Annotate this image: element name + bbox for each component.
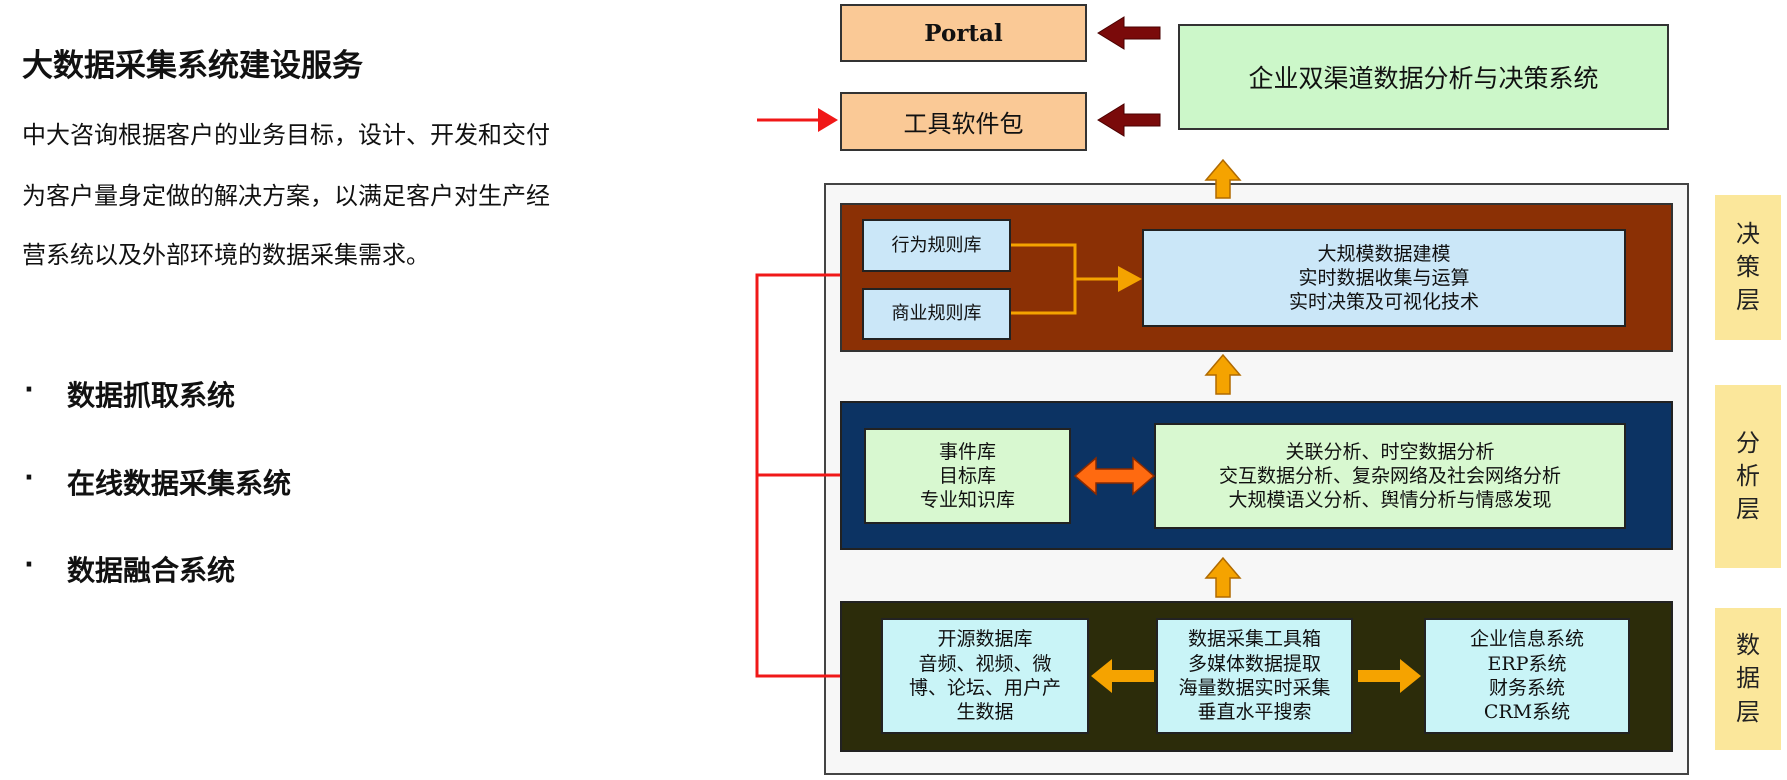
toolbox-line-4: 垂直水平搜索 <box>1197 701 1312 724</box>
bullet-marker: · <box>24 375 34 405</box>
data-arrow-right <box>1358 659 1421 693</box>
dark-red-arrow-portal <box>1097 16 1161 50</box>
dark-red-arrow-toolkit <box>1097 103 1161 137</box>
bullet-item-data-fusion: 数据融合系统 <box>67 554 236 587</box>
bullet-item-online-collection: 在线数据采集系统 <box>67 467 292 500</box>
bullet-item-data-crawling: 数据抓取系统 <box>67 379 236 412</box>
modeling-box: 大规模数据建模 实时数据收集与运算 实时决策及可视化技术 <box>1142 229 1626 327</box>
libs-line-1: 事件库 <box>938 440 996 463</box>
data-arrow-left <box>1091 659 1154 693</box>
toolkit-box: 工具软件包 <box>840 92 1087 151</box>
toolkit-label: 工具软件包 <box>903 110 1024 138</box>
toolbox-line-1: 数据采集工具箱 <box>1187 628 1321 651</box>
portal-label: Portal <box>924 19 1003 47</box>
methods-line-1: 关联分析、时空数据分析 <box>1285 440 1495 463</box>
behavior-rules-label: 行为规则库 <box>891 234 982 256</box>
description-line-3: 营系统以及外部环境的数据采集需求。 <box>22 241 430 269</box>
analysis-layer-label: 分 析 层 <box>1715 385 1781 568</box>
enterprise-line-3: 财务系统 <box>1488 677 1565 699</box>
bullet-marker: · <box>24 463 34 493</box>
toolbox-line-3: 海量数据实时采集 <box>1178 677 1331 699</box>
open-source-db-box: 开源数据库 音频、视频、微 博、论坛、用户产 生数据 <box>881 618 1089 734</box>
collection-toolbox-box: 数据采集工具箱 多媒体数据提取 海量数据实时采集 垂直水平搜索 <box>1156 618 1353 734</box>
libs-line-3: 专业知识库 <box>919 489 1015 512</box>
decision-arrow-head <box>1118 266 1142 292</box>
decision-system-box: 企业双渠道数据分析与决策系统 <box>1178 24 1669 130</box>
portal-box: Portal <box>840 4 1087 62</box>
open-source-line-2: 音频、视频、微 <box>918 652 1052 675</box>
behavior-rules-box: 行为规则库 <box>862 219 1011 272</box>
decision-system-label: 企业双渠道数据分析与决策系统 <box>1248 64 1599 93</box>
analysis-double-arrow <box>1073 456 1156 496</box>
knowledge-libraries-box: 事件库 目标库 专业知识库 <box>864 428 1071 524</box>
decision-bracket <box>1011 243 1077 315</box>
analysis-methods-box: 关联分析、时空数据分析 交互数据分析、复杂网络及社会网络分析 大规模语义分析、舆… <box>1154 423 1626 529</box>
page-title: 大数据采集系统建设服务 <box>22 48 363 84</box>
red-arrow-to-toolkit <box>818 108 838 132</box>
orange-up-arrow-1 <box>1204 158 1242 199</box>
enterprise-line-2: ERP系统 <box>1487 652 1567 675</box>
enterprise-line-1: 企业信息系统 <box>1469 628 1584 651</box>
libs-line-2: 目标库 <box>938 464 996 487</box>
open-source-line-3: 博、论坛、用户产 <box>908 677 1061 699</box>
description-line-2: 为客户量身定做的解决方案，以满足客户对生产经 <box>22 182 550 210</box>
business-rules-box: 商业规则库 <box>862 288 1011 340</box>
modeling-line-2: 实时数据收集与运算 <box>1298 266 1470 289</box>
open-source-line-1: 开源数据库 <box>937 628 1033 651</box>
open-source-line-4: 生数据 <box>956 701 1014 724</box>
orange-up-arrow-2 <box>1204 353 1242 395</box>
methods-line-2: 交互数据分析、复杂网络及社会网络分析 <box>1218 464 1561 487</box>
toolbox-line-2: 多媒体数据提取 <box>1187 652 1321 675</box>
modeling-line-3: 实时决策及可视化技术 <box>1288 291 1479 314</box>
methods-line-3: 大规模语义分析、舆情分析与情感发现 <box>1228 489 1552 512</box>
description-line-1: 中大咨询根据客户的业务目标，设计、开发和交付 <box>22 121 550 149</box>
data-layer-label: 数 据 层 <box>1715 608 1781 750</box>
red-connector-line <box>755 118 840 678</box>
bullet-marker: · <box>24 550 34 580</box>
modeling-line-1: 大规模数据建模 <box>1317 242 1451 265</box>
enterprise-systems-box: 企业信息系统 ERP系统 财务系统 CRM系统 <box>1424 618 1630 734</box>
decision-layer-label: 决 策 层 <box>1715 195 1781 340</box>
orange-up-arrow-3 <box>1204 556 1242 598</box>
business-rules-label: 商业规则库 <box>891 303 982 325</box>
enterprise-line-4: CRM系统 <box>1483 701 1571 724</box>
